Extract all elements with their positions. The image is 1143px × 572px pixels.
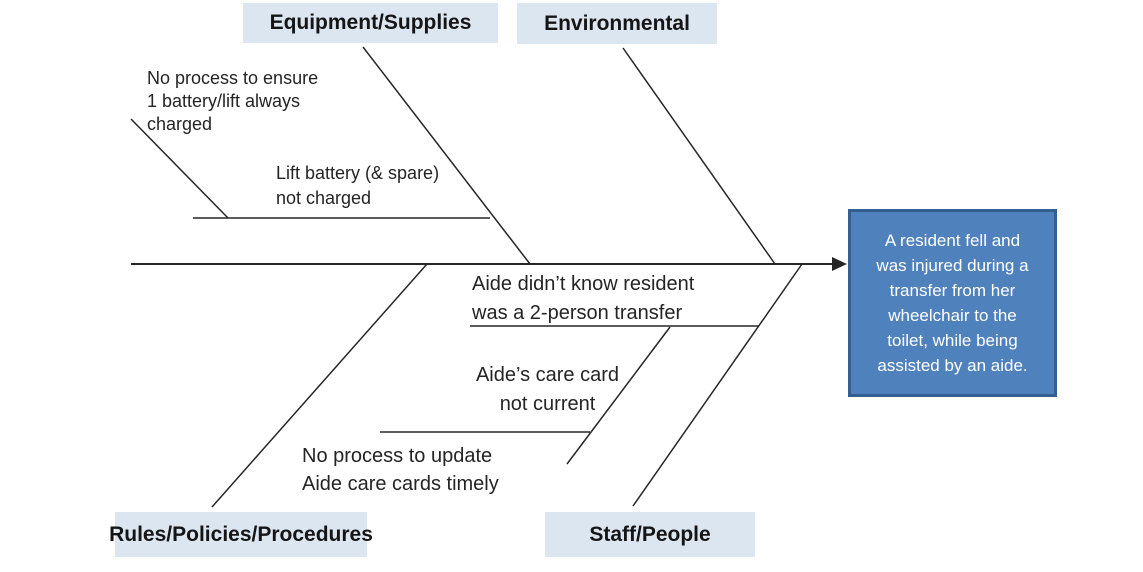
effect-statement: A resident fell and was injured during a…	[876, 231, 1029, 375]
category-label-rules-policies-procedures: Rules/Policies/Procedures	[109, 522, 373, 546]
staff-bone-line	[632, 263, 803, 507]
category-label-equipment-supplies: Equipment/Supplies	[269, 11, 472, 34]
category-box-staff-people: Staff/People	[545, 512, 755, 557]
cause-text-care-card-not-current: Aide’s care card not current	[475, 364, 620, 415]
category-box-equipment-supplies: Equipment/Supplies	[243, 3, 498, 43]
category-box-environmental: Environmental	[517, 3, 717, 44]
rules-bone-line	[211, 263, 428, 508]
spine-arrowhead-icon	[832, 257, 847, 271]
effect-box: A resident fell and was injured during a…	[848, 209, 1057, 397]
cause-text-no-process-battery: No process to ensure 1 battery/lift alwa…	[147, 68, 319, 134]
cause-text-aide-didnt-know-transfer: Aide didn’t know resident was a 2-person…	[472, 273, 695, 324]
battery-process-bone-line	[130, 118, 229, 219]
category-label-environmental: Environmental	[544, 11, 690, 35]
cause-text-no-process-update-care-cards: No process to update Aide care cards tim…	[302, 445, 499, 495]
category-box-rules-policies-procedures: Rules/Policies/Procedures	[109, 512, 373, 557]
cause-text-lift-battery-not-charged: Lift battery (& spare) not charged	[276, 163, 440, 208]
care-card-bone-line	[566, 326, 671, 465]
environmental-bone-line	[622, 47, 776, 265]
equipment-bone-line	[362, 46, 531, 265]
category-label-staff-people: Staff/People	[589, 522, 711, 546]
